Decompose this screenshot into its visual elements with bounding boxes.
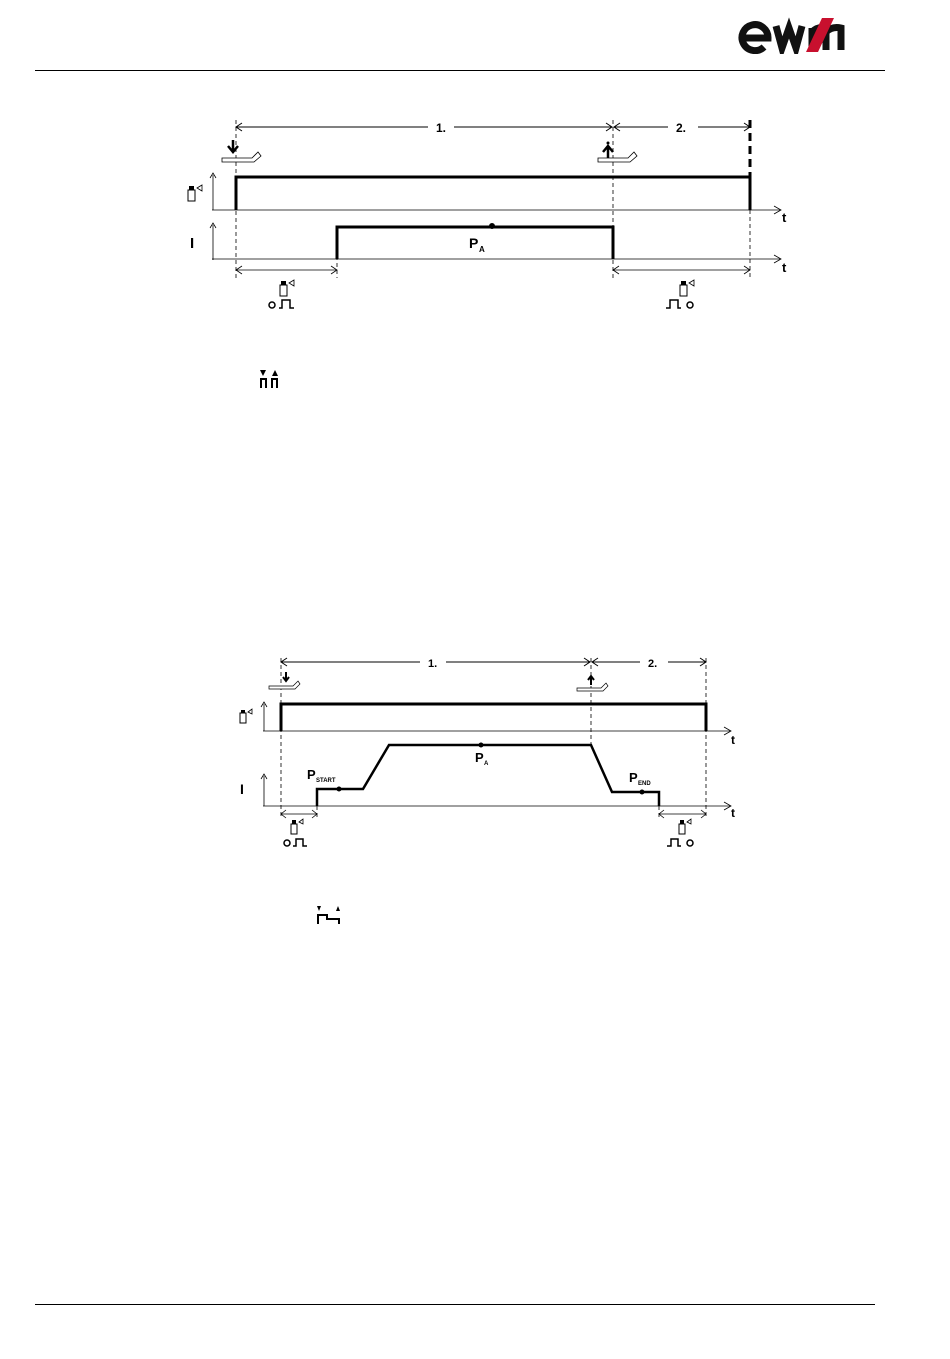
gas-postflow-icon <box>667 819 693 846</box>
ewm-logo <box>738 14 868 54</box>
torch-trigger-press-icon <box>269 672 300 689</box>
gas-postflow-icon <box>666 280 694 308</box>
time-axis-label-upper: t <box>782 210 787 225</box>
torch-trigger-release-icon <box>598 142 637 163</box>
phase-1-label: 1. <box>436 121 446 135</box>
time-axis-label-lower: t <box>731 806 735 820</box>
gas-signal-line <box>236 177 750 210</box>
special-non-latched-mode-icon <box>315 904 345 926</box>
non-latched-mode-icon <box>258 368 282 390</box>
pend-point <box>640 790 645 795</box>
pstart-point <box>337 787 342 792</box>
pend-label-sub: END <box>638 781 651 787</box>
time-axis-label-upper: t <box>731 733 735 747</box>
welding-sequence-diagram-1: 1. 2. t I t P A <box>0 110 950 320</box>
time-axis-label-lower: t <box>782 260 787 275</box>
torch-trigger-release-icon <box>577 676 608 691</box>
gas-preflow-icon <box>269 280 294 308</box>
pa-label: P <box>475 750 484 765</box>
welding-sequence-diagram-2: 1. 2. t I t P START P A P <box>0 650 950 860</box>
pend-label: P <box>629 770 638 785</box>
pa-label-sub: A <box>479 245 485 254</box>
gas-axis <box>210 173 781 214</box>
phase-dimension-arrows <box>281 658 706 666</box>
current-axis <box>210 223 781 263</box>
phase-2-label: 2. <box>676 121 686 135</box>
pa-point <box>489 223 495 229</box>
gas-time-arrows <box>281 810 706 818</box>
gas-preflow-icon <box>284 819 307 846</box>
gas-cylinder-icon <box>240 709 252 723</box>
current-signal-line <box>317 745 659 806</box>
footer-rule <box>35 1304 875 1305</box>
pa-label-sub: A <box>484 761 489 767</box>
gas-signal-line <box>281 704 706 731</box>
gas-cylinder-icon <box>188 185 202 201</box>
current-axis-label: I <box>240 781 244 797</box>
pa-point <box>479 743 484 748</box>
gas-axis <box>261 702 731 735</box>
phase-1-label: 1. <box>428 658 437 670</box>
gas-time-arrows <box>236 266 750 274</box>
pa-label: P <box>469 235 478 251</box>
phase-dimension-arrows <box>236 123 750 131</box>
header-rule <box>35 70 885 71</box>
torch-trigger-press-icon <box>222 140 261 162</box>
pstart-label: P <box>307 767 316 782</box>
dashed-guides <box>236 120 750 278</box>
current-axis-label: I <box>190 235 194 252</box>
pstart-label-sub: START <box>316 778 336 784</box>
phase-2-label: 2. <box>648 658 657 670</box>
